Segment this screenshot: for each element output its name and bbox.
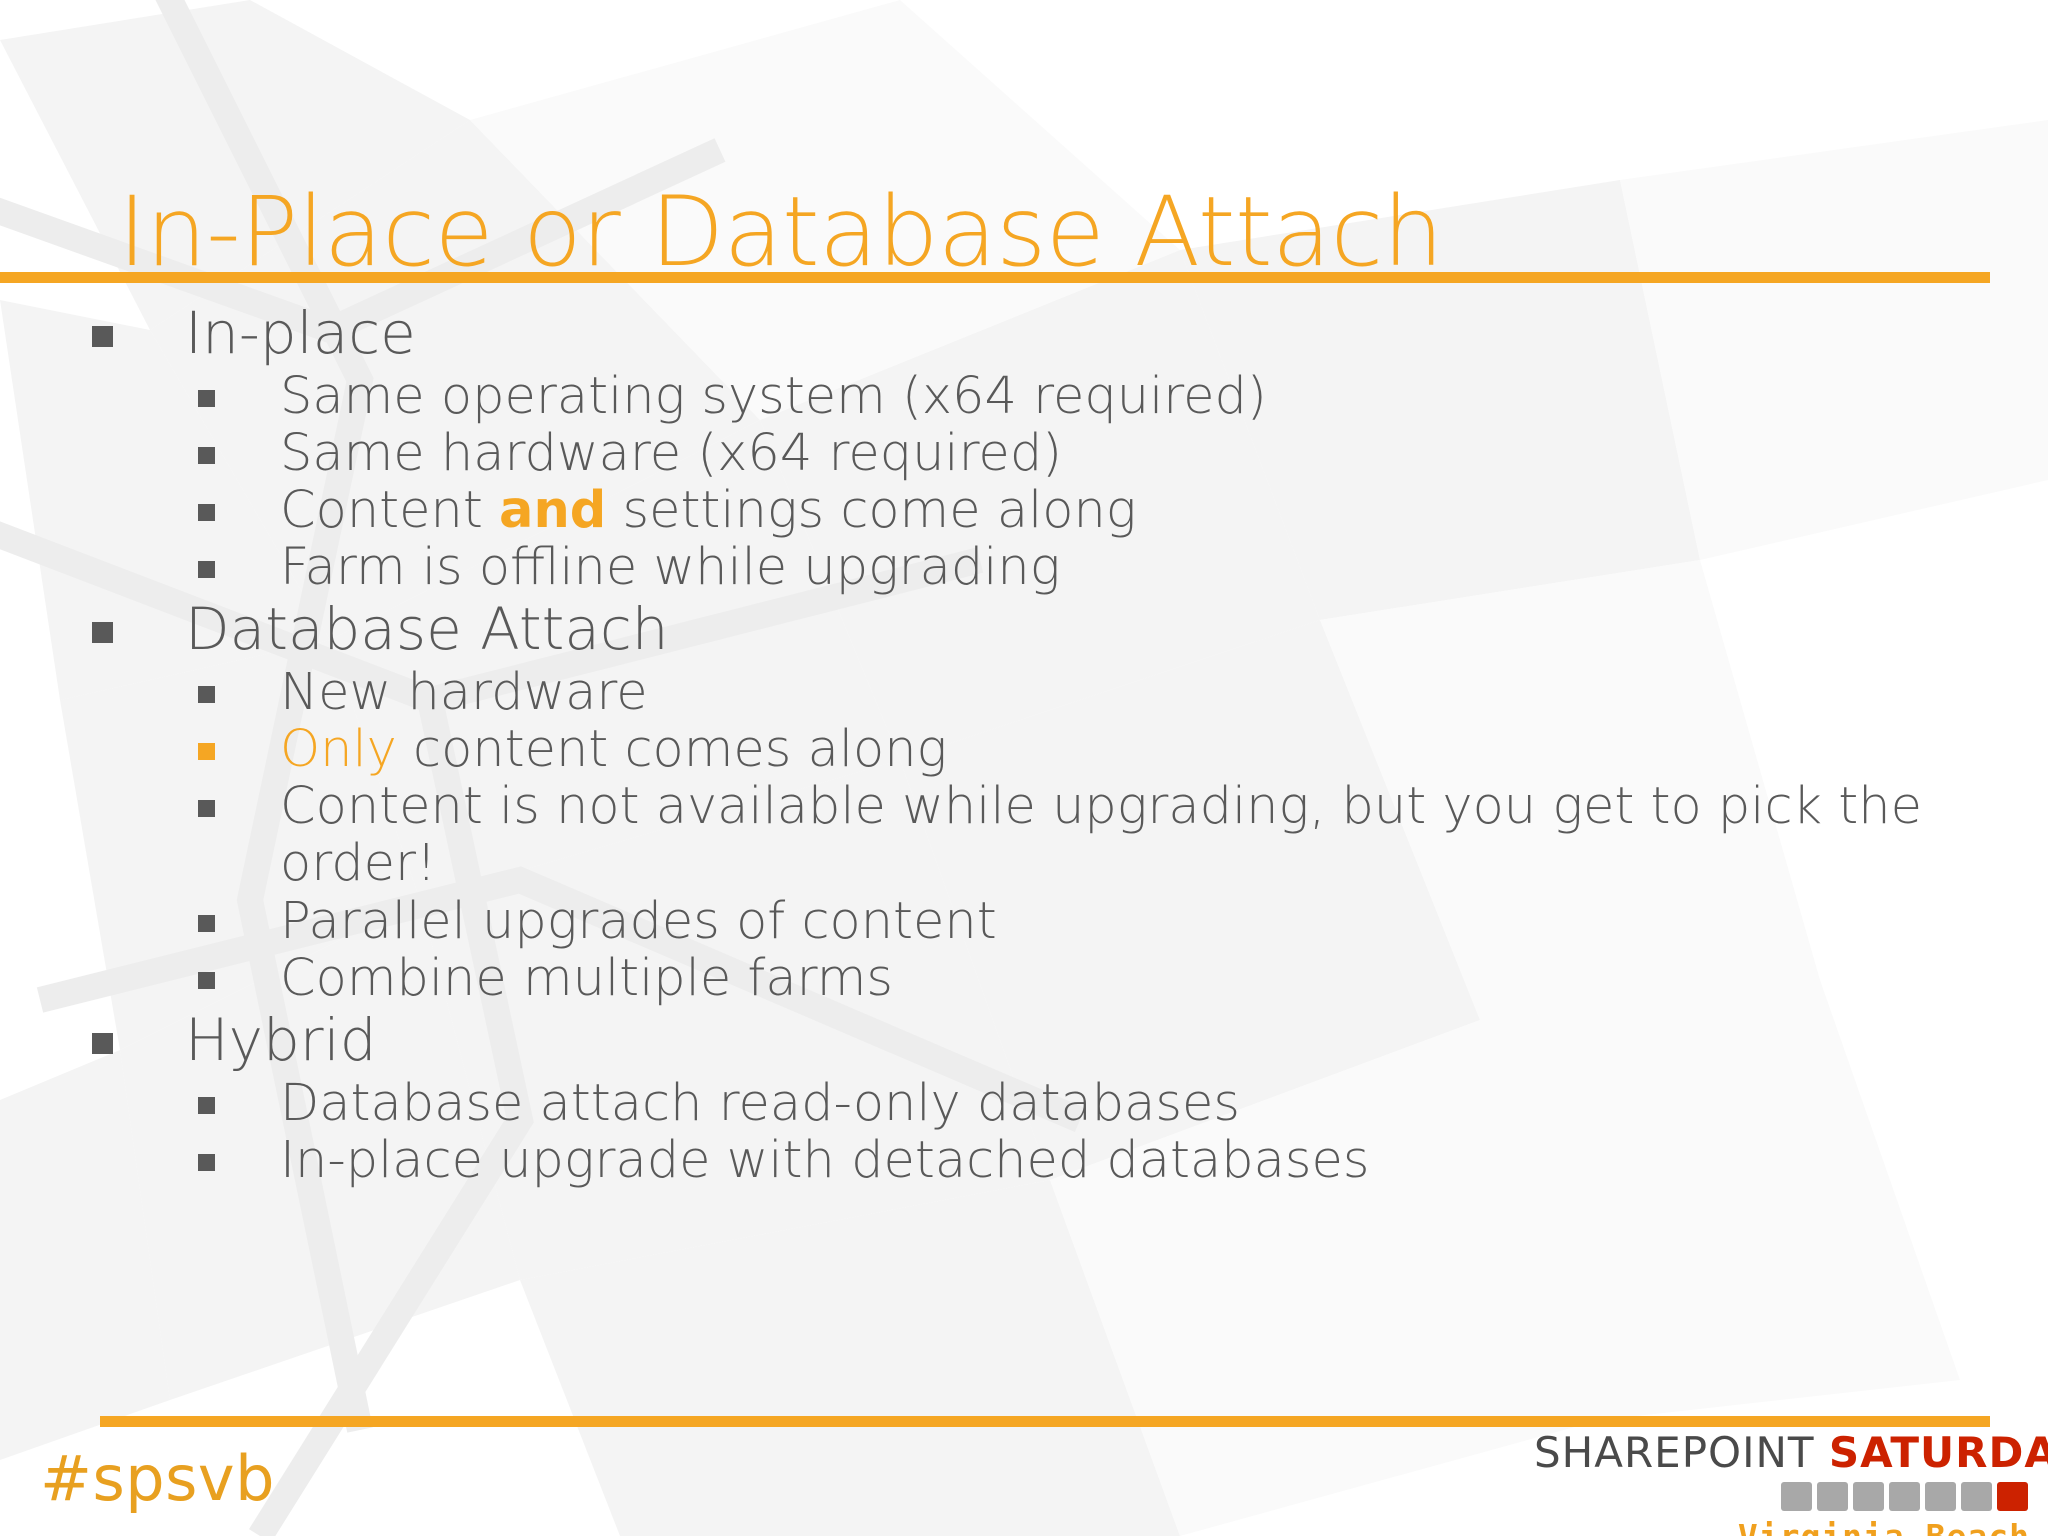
bullet-text: Same operating system (x64 required) — [280, 366, 1267, 426]
list-item: Parallel upgrades of content — [0, 893, 2048, 950]
logo-wordmark: SHAREPOINT SATURDAY — [1534, 1432, 2048, 1474]
bullet-list-level1: In-place Same operating system (x64 requ… — [0, 299, 2048, 1189]
group-label: Database Attach — [185, 595, 669, 664]
sharepoint-saturday-logo: SHAREPOINT SATURDAY Virginia Beach — [1534, 1432, 2048, 1536]
bullet-text-pre: Content — [280, 481, 500, 541]
list-item: Same operating system (x64 required) — [0, 368, 2048, 425]
bullet-square-icon — [198, 971, 215, 989]
bullet-text: Content is not available while upgrading… — [280, 777, 1922, 894]
bullet-square-icon — [92, 326, 113, 347]
logo-city-name: Virginia Beach — [1534, 1517, 2034, 1536]
bullet-list-level2: New hardware Only content comes along Co… — [0, 664, 2048, 1007]
bullet-square-icon — [198, 446, 215, 464]
list-item: Farm is offline while upgrading — [0, 539, 2048, 596]
bullet-text: Combine multiple farms — [280, 948, 893, 1008]
list-item: Database attach read-only databases — [0, 1075, 2048, 1132]
bullet-square-icon — [198, 914, 215, 932]
list-item: New hardware — [0, 664, 2048, 721]
bullet-square-icon — [198, 1096, 215, 1114]
slide-body: In-place Same operating system (x64 requ… — [0, 299, 2048, 1189]
list-item: In-place upgrade with detached databases — [0, 1132, 2048, 1189]
list-item: Content and settings come along — [0, 482, 2048, 539]
group-label: Hybrid — [185, 1005, 377, 1074]
logo-square — [1961, 1482, 1992, 1511]
title-divider-rule — [0, 272, 1990, 283]
logo-square — [1925, 1482, 1956, 1511]
bullet-square-icon — [198, 686, 215, 704]
logo-square-highlight — [1997, 1482, 2028, 1511]
bullet-square-icon — [198, 504, 215, 522]
bullet-square-icon — [198, 389, 215, 407]
logo-word-saturday: SATURDAY — [1828, 1428, 2048, 1477]
footer-divider-rule — [100, 1416, 1990, 1427]
list-item: Hybrid Database attach read-only databas… — [0, 1005, 2048, 1189]
logo-square — [1853, 1482, 1884, 1511]
list-item: Only content comes along — [0, 721, 2048, 778]
bullet-square-icon — [92, 1032, 113, 1054]
list-item: Same hardware (x64 required) — [0, 425, 2048, 482]
logo-square-strip — [1534, 1482, 2034, 1511]
bullet-text: New hardware — [280, 663, 648, 723]
list-item: In-place Same operating system (x64 requ… — [0, 299, 2048, 596]
bullet-text: Same hardware (x64 required) — [280, 423, 1063, 483]
logo-square — [1889, 1482, 1920, 1511]
bullet-square-icon — [198, 1153, 215, 1171]
bullet-text-accent: and — [499, 481, 607, 541]
bullet-text: Farm is offline while upgrading — [280, 538, 1061, 598]
list-item: Content is not available while upgrading… — [0, 777, 2048, 894]
bullet-text-post: content comes along — [396, 720, 948, 780]
event-hashtag: #spsvb — [40, 1442, 275, 1515]
logo-square — [1781, 1482, 1812, 1511]
logo-word-sharepoint: SHAREPOINT — [1534, 1428, 1815, 1477]
logo-square — [1817, 1482, 1848, 1511]
bullet-square-icon-accent — [198, 743, 215, 761]
list-item: Combine multiple farms — [0, 950, 2048, 1007]
bullet-square-icon — [198, 561, 215, 579]
slide-title: In-Place or Database Attach — [118, 176, 1444, 289]
bullet-list-level2: Same operating system (x64 required) Sam… — [0, 368, 2048, 596]
logo-word-space — [1815, 1428, 1829, 1477]
bullet-text: Parallel upgrades of content — [280, 891, 997, 951]
bullet-text-accent: Only — [280, 720, 397, 780]
bullet-list-level2: Database attach read-only databases In-p… — [0, 1075, 2048, 1189]
bullet-square-icon — [198, 800, 215, 818]
bullet-text: In-place upgrade with detached databases — [280, 1130, 1370, 1190]
list-item: Database Attach New hardware Only conten… — [0, 595, 2048, 1007]
bullet-square-icon — [92, 622, 113, 644]
bullet-text: Database attach read-only databases — [280, 1073, 1240, 1133]
bullet-text-post: settings come along — [606, 481, 1137, 541]
group-label: In-place — [185, 299, 416, 367]
